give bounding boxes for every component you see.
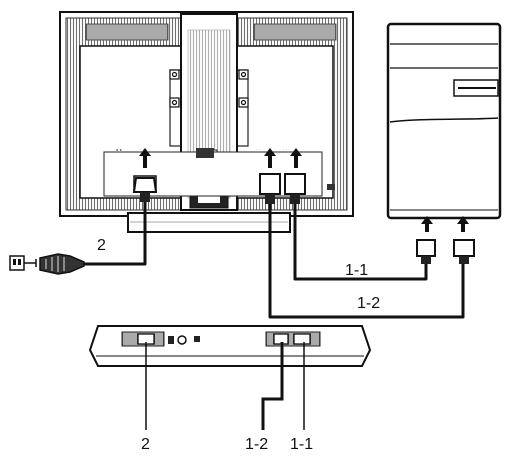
label-cable-1-2: 1-2 <box>357 295 380 312</box>
power-cable <box>84 202 147 266</box>
arrow-down-icon <box>421 216 469 232</box>
monitor-bottom-view <box>88 325 372 367</box>
stand-base <box>127 212 291 233</box>
monitor-rear-view: ● ● · · · · · · <box>59 11 354 233</box>
rating-label <box>196 148 214 158</box>
arrow-down-icon <box>139 148 302 168</box>
cable-1-2 <box>268 204 465 319</box>
bottom-audio-jack <box>177 335 187 345</box>
svg-text:· ·: · · <box>140 147 144 152</box>
pc-tower-case <box>386 22 502 220</box>
label-bottom-power: 2 <box>141 436 150 453</box>
mount-screw-holes <box>169 69 249 108</box>
label-bottom-1-1: 1-1 <box>290 436 313 453</box>
pc-tower <box>386 22 502 264</box>
port-tiny-labels: ● ● · · · · · · <box>116 147 287 152</box>
vga-plug <box>284 173 306 204</box>
callout-1-2 <box>261 342 284 430</box>
top-vent-right <box>253 23 337 41</box>
svg-text:· ·: · · <box>283 147 287 152</box>
svg-text:· ·: · · <box>256 147 260 152</box>
top-vent-left <box>85 23 169 41</box>
bottom-vga-port <box>293 333 311 345</box>
power-plug-icon <box>132 177 158 202</box>
security-lock-slot <box>327 184 335 190</box>
cable-1-1 <box>293 204 428 281</box>
cables <box>84 202 465 319</box>
label-cable-1-1: 1-1 <box>345 262 368 279</box>
callout-lines <box>145 342 305 430</box>
dvi-plug <box>259 173 281 204</box>
power-plug-icon <box>39 253 85 275</box>
label-bottom-1-2: 1-2 <box>245 436 268 453</box>
label-power-cable: 2 <box>97 237 106 254</box>
svg-text:● ●: ● ● <box>116 147 123 152</box>
power-outlet-icon <box>9 255 37 271</box>
pc-dvi-connector <box>453 239 475 264</box>
pc-vga-connector <box>416 239 436 264</box>
